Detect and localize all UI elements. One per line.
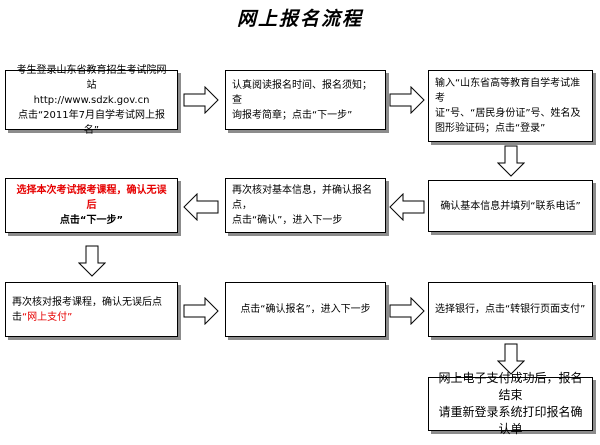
step-select-line1: 选择本次考试报考课程，确认无误后	[16, 185, 167, 211]
step-login-url: http://www.sdzk.gov.cn	[33, 94, 150, 106]
step-recheck-pay-label: “网上支付”	[22, 311, 73, 323]
step-bank-line1: 选择银行，点击“转银行页面支付”	[435, 304, 586, 315]
arrow-right-icon	[183, 86, 219, 114]
step-select-courses: 选择本次考试报考课程，确认无误后 点击“下一步”	[5, 178, 178, 233]
step-enter-credentials: 输入“山东省高等教育自学考试准考 证”号、“居民身份证”号、姓名及 图形验证码；…	[428, 70, 593, 142]
step-fill-line1: 确认基本信息并填列“联系电话”	[440, 200, 581, 212]
step-login-line3: 点击“2011年7月自学考试网上报名”	[18, 109, 165, 136]
step-confirm-line1: 点击“确认报名”，进入下一步	[240, 304, 371, 315]
step-fill-phone: 确认基本信息并填列“联系电话”	[428, 180, 593, 232]
step-recheck-line1: 再次核对报考课程，确认无误后点	[12, 296, 162, 308]
step-enter-line1: 输入“山东省高等教育自学考试准考	[435, 78, 581, 104]
step-select-bank: 选择银行，点击“转银行页面支付”	[428, 282, 593, 337]
arrow-left-icon	[183, 193, 219, 221]
step-enter-line3: 图形验证码；点击“登录”	[435, 123, 546, 134]
arrow-right-icon	[183, 297, 219, 325]
page-title: 网上报名流程	[236, 8, 363, 30]
arrow-down-icon	[78, 245, 106, 277]
arrow-left-icon	[389, 193, 425, 221]
step-verify-line2: 点击“确认”，进入下一步	[232, 215, 343, 226]
step-recheck-line2-prefix: 击	[12, 311, 22, 323]
step-verify-line1: 再次核对基本信息，并确认报名点，	[232, 185, 372, 211]
step-verify-info: 再次核对基本信息，并确认报名点， 点击“确认”，进入下一步	[225, 178, 386, 233]
arrow-right-icon	[389, 86, 425, 114]
step-payment-success: 网上电子支付成功后，报名结束 请重新登录系统打印报名确认单	[428, 371, 593, 436]
step-recheck-line2: 击“网上支付”	[12, 310, 171, 325]
step-read-line1: 认真阅读报名时间、报名须知；查	[232, 79, 372, 106]
step-read-notice: 认真阅读报名时间、报名须知；查 询报考简章；点击“下一步”	[225, 70, 386, 130]
arrow-down-icon	[497, 145, 525, 177]
step-enter-line2: 证”号、“居民身份证”号、姓名及	[435, 108, 581, 119]
step-select-line2: 点击“下一步”	[59, 215, 124, 226]
step-confirm-registration: 点击“确认报名”，进入下一步	[225, 282, 386, 337]
step-recheck-courses: 再次核对报考课程，确认无误后点 击“网上支付”	[5, 282, 178, 337]
step-success-line2: 请重新登录系统打印报名确认单	[438, 405, 583, 436]
step-login-line1: 考生登录山东省教育招生考试院网站	[16, 64, 167, 91]
arrow-down-icon	[497, 343, 525, 375]
step-read-line2: 询报考简章；点击“下一步”	[232, 109, 353, 121]
step-login-website: 考生登录山东省教育招生考试院网站 http://www.sdzk.gov.cn …	[5, 65, 178, 136]
arrow-right-icon	[389, 297, 425, 325]
step-success-line1: 网上电子支付成功后，报名结束	[438, 371, 583, 402]
